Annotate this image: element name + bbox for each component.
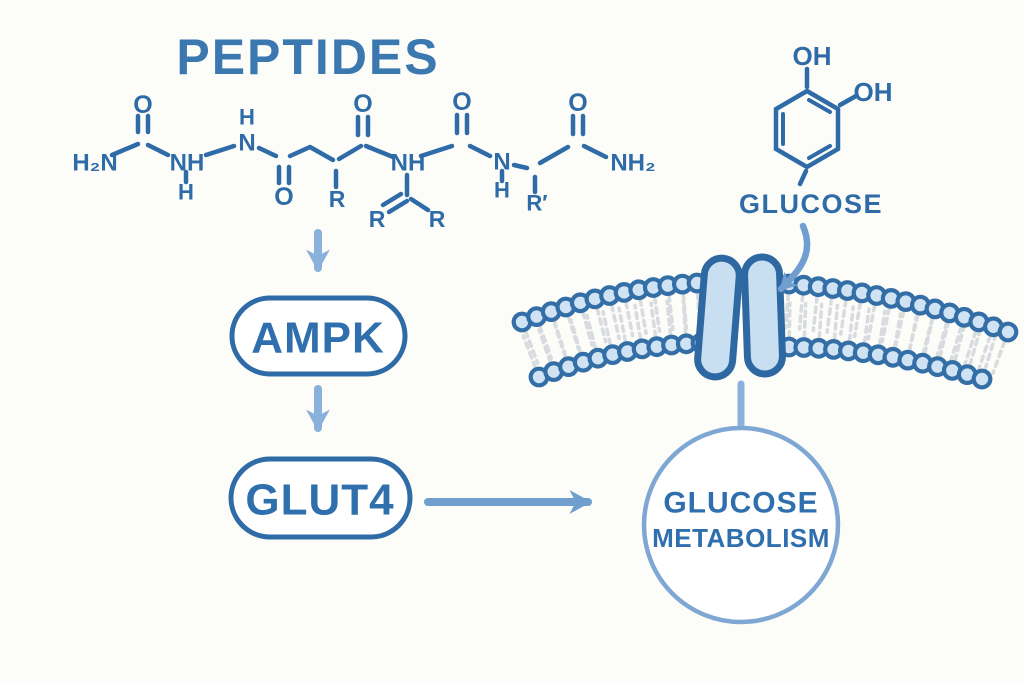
lipid-tail: [595, 306, 608, 344]
glucose-ring-double-bonds: [781, 98, 832, 160]
atom-label: NH: [391, 150, 426, 177]
lipid-tail: [521, 334, 538, 370]
atom-label: R: [369, 206, 386, 232]
atom-label: O: [353, 90, 372, 118]
glut4-node: GLUT4: [228, 456, 413, 540]
lipid-tail: [894, 309, 906, 347]
atom-label: H: [494, 178, 510, 203]
lipid-tail: [581, 310, 594, 348]
lipid-tail: [825, 296, 834, 334]
lipid-tail: [847, 305, 856, 343]
atom-label: R: [429, 206, 446, 232]
lipid-tail: [617, 306, 628, 344]
atom-label: O: [133, 91, 152, 119]
ampk-box: [229, 295, 408, 377]
glucose-metabolism-node: GLUCOSE METABOLISM: [641, 425, 841, 625]
glucose-molecule: OH OH GLUCOSE: [739, 41, 893, 219]
lipid-tail: [937, 322, 950, 359]
lipid-tail: [802, 301, 808, 340]
glucose-oh-bonds: [797, 66, 859, 187]
lipid-tail: [817, 302, 824, 341]
lipid-tail: [935, 320, 949, 358]
glut4-box: [228, 456, 413, 540]
lipid-tail: [601, 309, 613, 347]
lipid-tail: [977, 334, 992, 371]
lipid-tail: [953, 326, 966, 363]
channel-right-subunit: [741, 253, 786, 378]
glucose-ring: [773, 88, 841, 170]
lipid-head: [971, 368, 993, 390]
lipid-tail: [877, 309, 887, 347]
lipid-tails: [521, 291, 1007, 376]
arrow-glucose-to-channel: [777, 222, 811, 293]
lipid-tail: [922, 318, 934, 356]
lipid-tail: [652, 295, 662, 333]
lipid-tail: [907, 315, 919, 353]
lipid-tail: [862, 307, 871, 345]
peptide-bonds: [109, 112, 609, 215]
lipid-tail: [585, 313, 598, 351]
lipid-tail: [523, 329, 540, 365]
glucose-transporter-channel: [694, 253, 786, 381]
lipid-tail: [538, 324, 554, 360]
atom-label: H: [178, 180, 194, 205]
lipid-tail: [880, 306, 892, 344]
lipid-tail: [838, 298, 848, 336]
lipid-tail: [638, 297, 648, 336]
lipid-tail: [537, 328, 553, 365]
atom-label: O: [452, 88, 471, 116]
lipid-tail: [783, 292, 791, 330]
hydroxyl-top-label: OH: [793, 41, 832, 71]
lipid-tail: [983, 335, 997, 372]
lipid-tail: [553, 322, 568, 359]
lipid-tail: [633, 303, 643, 341]
lipid-tail: [569, 318, 583, 355]
lipid-tail: [832, 303, 840, 342]
ampk-label: AMPK: [251, 314, 385, 363]
lipid-tail: [866, 303, 877, 341]
lipid-tail: [624, 300, 635, 338]
lipid-tail: [649, 301, 658, 339]
atom-label: NH₂: [610, 150, 655, 177]
atom-label: H₂N: [72, 150, 117, 177]
ampk-node: AMPK: [229, 295, 408, 377]
lipid-tail: [968, 330, 982, 367]
atom-label: R′: [526, 191, 547, 216]
lipid-tail: [991, 339, 1007, 376]
lipid-tail: [963, 329, 978, 366]
atom-label: O: [274, 183, 293, 211]
glucose-label: GLUCOSE: [739, 189, 883, 219]
atom-label: R: [329, 186, 346, 212]
lipid-tail: [681, 298, 688, 336]
hydroxyl-right-label: OH: [854, 77, 893, 107]
lipid-tail: [811, 294, 819, 333]
page-title: PEPTIDES: [176, 29, 439, 85]
lipid-tail: [852, 300, 863, 339]
metabolism-circle: [641, 425, 841, 625]
lipid-tail: [797, 293, 805, 331]
lipid-tail: [609, 303, 621, 341]
channel-left-subunit: [694, 254, 743, 381]
glut4-label: GLUT4: [245, 476, 394, 525]
lipid-tail: [667, 293, 675, 332]
lipid-tail: [787, 301, 792, 339]
atom-label: O: [568, 89, 587, 117]
metabolism-label-line2: METABOLISM: [652, 523, 830, 553]
lipid-tail: [665, 299, 673, 337]
metabolism-label-line1: GLUCOSE: [663, 487, 818, 520]
lipid-head: [997, 321, 1019, 343]
lipid-tail: [949, 324, 964, 362]
atom-label: H: [239, 105, 255, 130]
lipid-tail: [892, 312, 903, 350]
atom-label: N: [493, 149, 510, 176]
atom-label: N: [238, 130, 255, 157]
atom-label: NH: [170, 150, 205, 177]
